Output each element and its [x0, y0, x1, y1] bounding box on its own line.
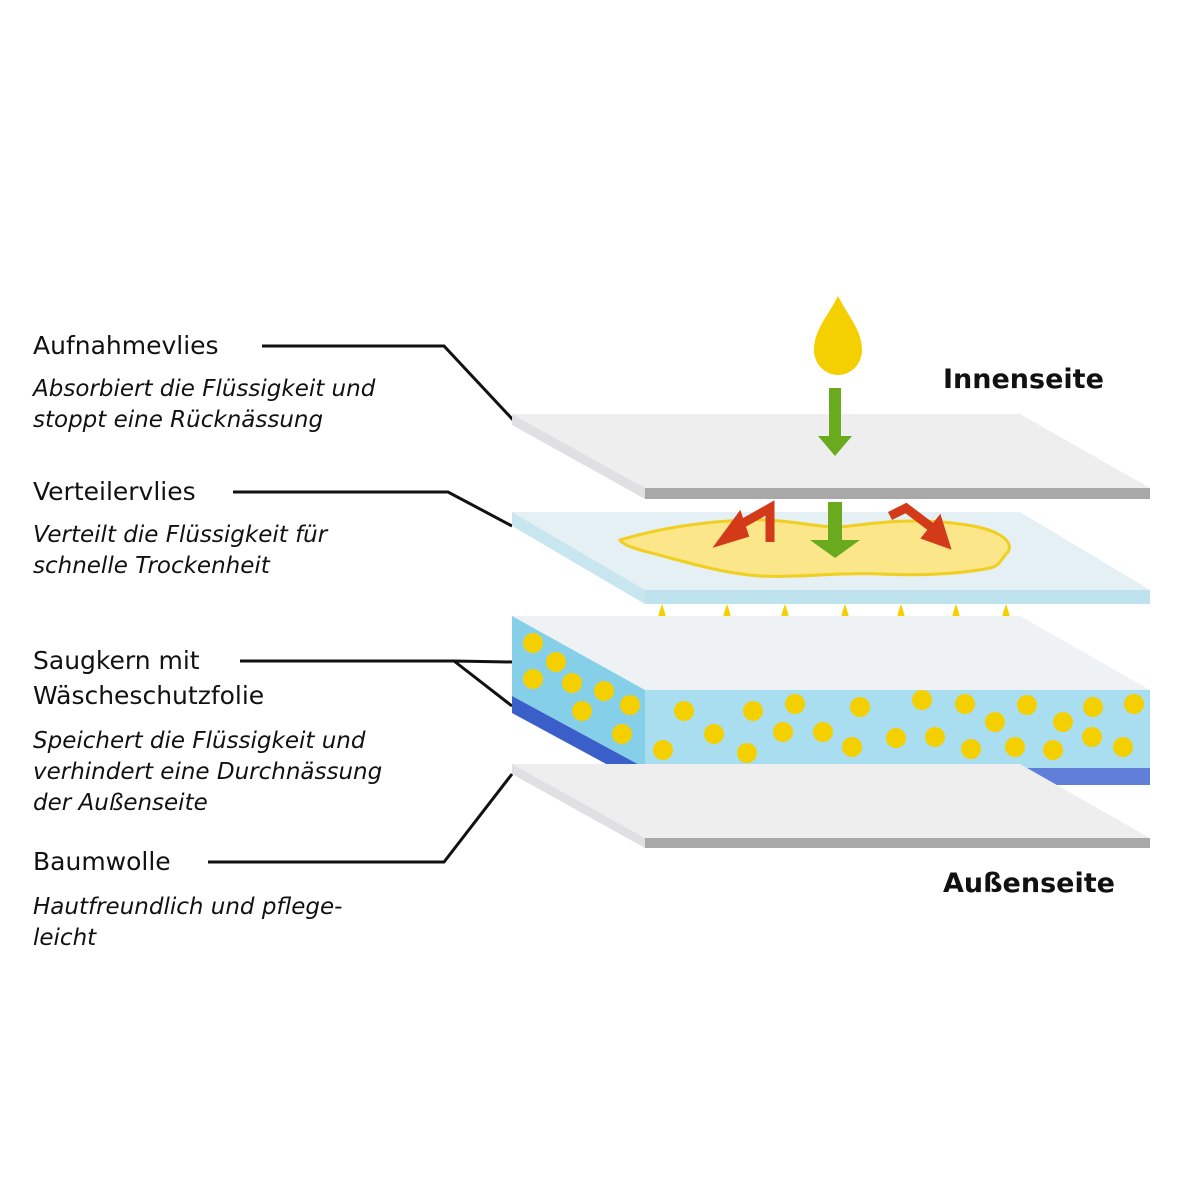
aufnahmevlies-left-edge — [512, 414, 645, 499]
granule — [653, 740, 673, 760]
film-left-side — [512, 696, 645, 785]
saugkern-left-side — [512, 616, 645, 768]
absorbent-granules — [523, 633, 1144, 763]
liquid-puddle — [617, 518, 1011, 578]
granule — [850, 697, 870, 717]
granule — [842, 737, 862, 757]
granule — [955, 694, 975, 714]
red-spread-arrow-right — [887, 502, 952, 550]
granule — [1053, 712, 1073, 732]
granule — [912, 690, 932, 710]
side-label-outer: Außenseite — [943, 868, 1115, 899]
leader-line-verteilervlies — [233, 490, 513, 528]
granule — [572, 701, 592, 721]
granule — [985, 712, 1005, 732]
granule — [1083, 697, 1103, 717]
leader-line-aufnahmevlies — [262, 344, 517, 424]
leader-line-saugkern-film — [453, 659, 513, 708]
granule — [612, 724, 632, 744]
granule — [674, 701, 694, 721]
baumwolle-left-edge — [512, 764, 645, 848]
granule — [546, 652, 566, 672]
granule — [961, 739, 981, 759]
aufnahmevlies-front-edge — [645, 488, 1150, 499]
leader-line-saugkern — [240, 659, 513, 664]
leader-lines — [208, 344, 517, 864]
layer-title-verteilervlies: Verteilervlies — [33, 477, 196, 506]
layer-desc-verteilervlies-line1: Verteilt die Flüssigkeit für — [33, 522, 328, 548]
granule — [737, 743, 757, 763]
granule — [886, 728, 906, 748]
granule — [813, 722, 833, 742]
granule — [773, 722, 793, 742]
granule — [785, 694, 805, 714]
granule — [594, 681, 614, 701]
layer-desc-aufnahmevlies-line1: Absorbiert die Flüssigkeit und — [33, 376, 376, 402]
side-label-inner: Innenseite — [943, 364, 1104, 395]
layer-desc-saugkern-line1: Speichert die Flüssigkeit und — [33, 728, 366, 754]
layer-title-saugkern-line1: Saugkern mit — [33, 646, 200, 675]
granule — [1005, 737, 1025, 757]
granule — [743, 701, 763, 721]
saugkern-top — [512, 616, 1150, 690]
granule — [1113, 737, 1133, 757]
layer-verteilervlies — [512, 512, 1150, 604]
layer-title-aufnahmevlies: Aufnahmevlies — [33, 331, 219, 360]
baumwolle-top — [512, 764, 1150, 838]
granule — [1082, 727, 1102, 747]
layer-desc-saugkern-line3: der Außenseite — [33, 790, 208, 816]
leader-line-baumwolle — [208, 773, 514, 864]
granule — [523, 633, 543, 653]
granule — [620, 695, 640, 715]
baumwolle-front-edge — [645, 838, 1150, 848]
granule — [1124, 694, 1144, 714]
layer-saugkern — [512, 616, 1150, 785]
granule — [704, 724, 724, 744]
layer-desc-aufnahmevlies-line2: stoppt eine Rücknässung — [33, 407, 324, 433]
flow-indicators — [712, 296, 952, 558]
layer-desc-saugkern-line2: verhindert eine Durchnässung — [33, 759, 383, 785]
layer-desc-baumwolle-line1: Hautfreundlich und pflege- — [33, 894, 343, 920]
granule — [1017, 695, 1037, 715]
layer-baumwolle — [512, 764, 1150, 848]
granule — [562, 673, 582, 693]
granule — [1043, 740, 1063, 760]
liquid-drop-icon — [814, 296, 862, 375]
layer-desc-baumwolle-line2: leicht — [33, 925, 97, 951]
layer-title-saugkern-line2: Wäscheschutzfolie — [33, 681, 265, 710]
verteilervlies-left-edge — [512, 512, 645, 604]
red-spread-arrow-left — [712, 500, 775, 548]
green-arrow-down-middle — [810, 502, 860, 558]
granule — [523, 669, 543, 689]
layer-title-baumwolle: Baumwolle — [33, 847, 171, 876]
layer-desc-verteilervlies-line2: schnelle Trockenheit — [33, 553, 270, 579]
verteilervlies-front-edge — [645, 590, 1150, 604]
green-arrow-down-top — [818, 388, 852, 456]
granule — [925, 727, 945, 747]
